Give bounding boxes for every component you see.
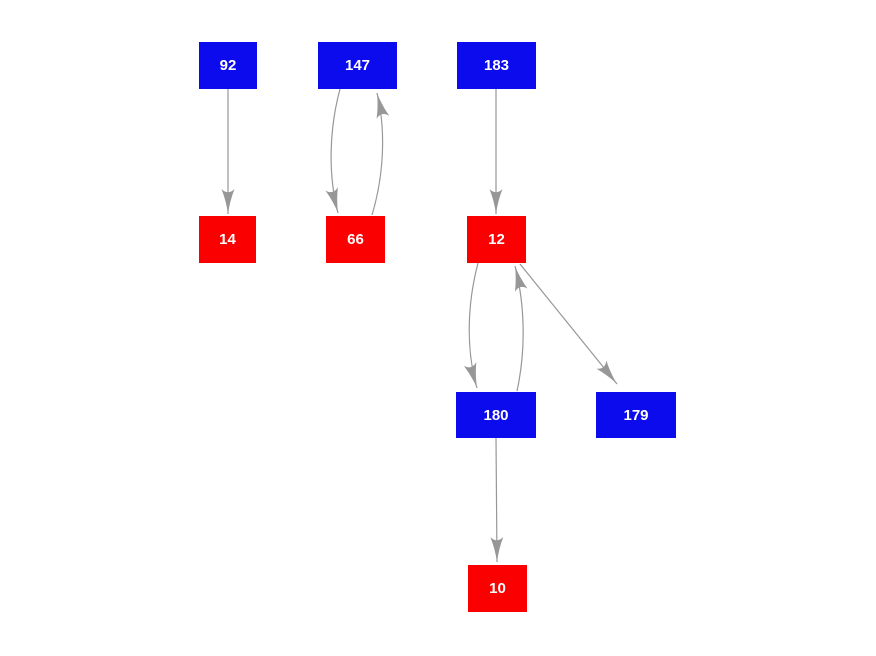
node-label: 12 (488, 231, 505, 248)
graph-node-14[interactable]: 14 (199, 216, 256, 263)
graph-node-183[interactable]: 183 (457, 42, 536, 89)
edge-147-66 (325, 88, 341, 214)
node-label: 92 (219, 57, 237, 74)
graph-node-180[interactable]: 180 (456, 392, 536, 438)
graph-node-10[interactable]: 10 (468, 565, 527, 612)
edge-12-179 (519, 263, 618, 385)
node-label: 66 (347, 231, 364, 248)
node-label: 10 (489, 580, 506, 597)
node-label: 183 (483, 57, 510, 74)
edge-180-10 (490, 437, 504, 563)
edge-12-180 (463, 262, 479, 389)
node-label: 179 (623, 406, 649, 424)
node-label: 180 (483, 406, 509, 424)
graph-node-92[interactable]: 92 (199, 42, 257, 89)
edge-180-12 (514, 265, 528, 392)
graph-node-66[interactable]: 66 (326, 216, 385, 263)
graph-node-179[interactable]: 179 (596, 392, 676, 438)
graph-node-12[interactable]: 12 (467, 216, 526, 263)
graph-node-147[interactable]: 147 (318, 42, 397, 89)
node-label: 147 (344, 57, 371, 74)
node-label: 14 (219, 231, 236, 248)
edge-66-147 (371, 92, 390, 216)
